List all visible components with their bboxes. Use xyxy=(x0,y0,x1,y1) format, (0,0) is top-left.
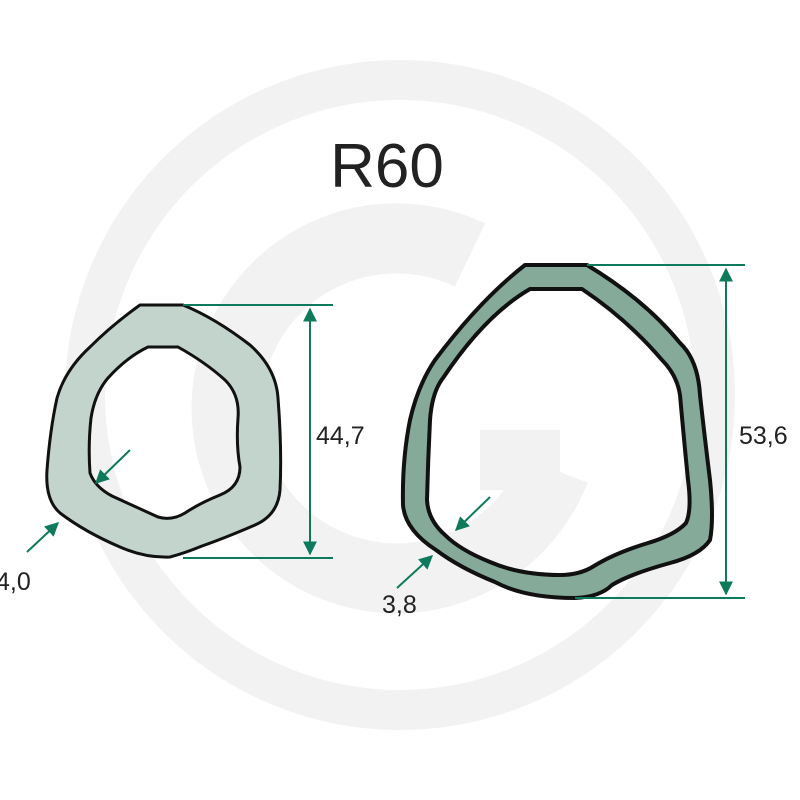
small-wall-arrow-outer xyxy=(26,522,60,553)
large-wall-arrow-inner xyxy=(454,496,491,531)
large-wall-label: 3,8 xyxy=(382,591,417,619)
small-wall-label: 4,0 xyxy=(0,568,31,596)
small-height-dimension xyxy=(183,304,333,559)
large-wall-arrow-outer xyxy=(396,555,434,589)
small-wall-dimension xyxy=(26,449,131,553)
large-profile xyxy=(400,263,714,600)
profile-title: R60 xyxy=(330,132,444,201)
large-height-dimension xyxy=(575,264,745,599)
small-profile xyxy=(45,303,283,559)
small-wall-arrow-inner xyxy=(94,449,131,484)
small-profile-tube xyxy=(45,303,283,559)
large-profile-tube xyxy=(400,263,714,600)
large-wall-dimension xyxy=(396,496,491,589)
large-height-label: 53,6 xyxy=(739,422,788,450)
small-height-label: 44,7 xyxy=(316,422,365,450)
